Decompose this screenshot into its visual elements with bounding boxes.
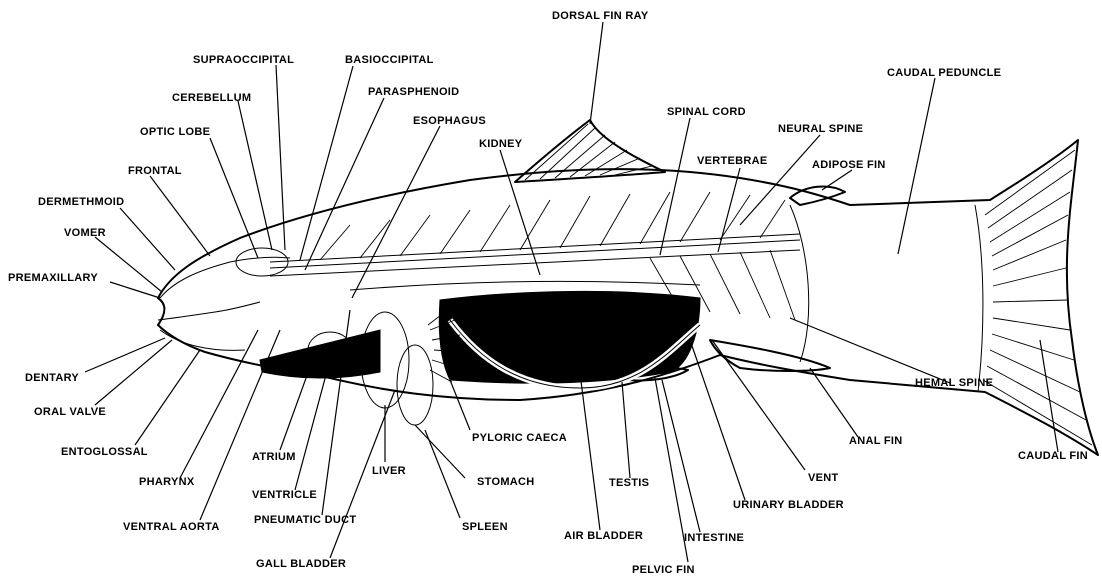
label-air-bladder: AIR BLADDER	[564, 530, 643, 542]
caudal-fin-base	[975, 205, 983, 392]
leader-spinal-cord	[660, 118, 690, 255]
head-outline	[160, 257, 290, 298]
label-dentary: DENTARY	[25, 372, 79, 384]
leader-esophagus	[352, 126, 440, 298]
label-hemal-spine: HEMAL SPINE	[915, 377, 993, 389]
label-frontal: FRONTAL	[128, 165, 182, 177]
label-oral-valve: ORAL VALVE	[34, 406, 106, 418]
label-esophagus: ESOPHAGUS	[413, 115, 486, 127]
mouth	[158, 302, 260, 320]
lower-jaw	[160, 330, 245, 350]
label-entoglossal: ENTOGLOSSAL	[61, 446, 148, 458]
label-pyloric-caeca: PYLORIC CAECA	[472, 432, 567, 444]
label-urinary-bladder: URINARY BLADDER	[733, 499, 844, 511]
brain	[236, 248, 288, 276]
label-vent: VENT	[808, 472, 839, 484]
stomach-organ	[397, 345, 433, 425]
label-anal-fin: ANAL FIN	[849, 435, 903, 447]
leader-ventricle	[295, 360, 330, 490]
label-premaxillary: PREMAXILLARY	[8, 272, 98, 284]
leader-kidney	[500, 150, 540, 275]
label-vertebrae: VERTEBRAE	[697, 155, 768, 167]
leader-stomach	[415, 425, 465, 478]
label-caudal-peduncle: CAUDAL PEDUNCLE	[887, 67, 1001, 79]
label-supraoccipital: SUPRAOCCIPITAL	[193, 54, 294, 66]
leader-spleen	[425, 430, 460, 518]
leader-pyloric-caeca	[450, 380, 470, 430]
label-basioccipital: BASIOCCIPITAL	[345, 54, 434, 66]
leader-vomer	[95, 237, 162, 292]
label-pelvic-fin: PELVIC FIN	[632, 564, 695, 576]
label-testis: TESTIS	[609, 477, 649, 489]
leader-vent	[712, 340, 805, 470]
leader-intestine	[662, 380, 700, 532]
label-ventral-aorta: VENTRAL AORTA	[123, 521, 220, 533]
label-spleen: SPLEEN	[462, 521, 508, 533]
leader-supraoccipital	[276, 65, 285, 250]
leader-caudal-peduncle	[898, 78, 935, 254]
leader-adipose-fin	[822, 170, 852, 190]
label-intestine: INTESTINE	[684, 532, 744, 544]
leader-dorsal-fin-ray	[590, 22, 603, 124]
leader-testis	[622, 382, 630, 478]
label-ventricle: VENTRICLE	[252, 489, 317, 501]
label-kidney: KIDNEY	[479, 138, 523, 150]
label-atrium: ATRIUM	[252, 451, 296, 463]
leader-cerebellum	[238, 101, 272, 250]
leader-vertebrae	[718, 168, 740, 252]
leader-urinary-bladder	[690, 340, 745, 500]
kidney-band	[350, 281, 700, 290]
label-stomach: STOMACH	[477, 476, 535, 488]
leader-dermethmoid	[120, 208, 175, 270]
label-gall-bladder: GALL BLADDER	[256, 558, 346, 570]
leader-dentary	[85, 338, 165, 372]
label-neural-spine: NEURAL SPINE	[778, 123, 863, 135]
leader-frontal	[150, 176, 210, 256]
fish-drawing	[158, 120, 1098, 455]
label-liver: LIVER	[372, 465, 406, 477]
label-spinal-cord: SPINAL CORD	[667, 106, 746, 118]
leader-entoglossal	[135, 350, 200, 445]
air-bladder-cavity	[439, 291, 700, 383]
label-parasphenoid: PARASPHENOID	[368, 86, 459, 98]
leader-parasphenoid	[305, 98, 384, 270]
label-optic-lobe: OPTIC LOBE	[140, 126, 210, 138]
neural-spines	[320, 192, 785, 260]
leader-oral-valve	[95, 340, 172, 405]
label-dermethmoid: DERMETHMOID	[38, 196, 124, 208]
label-vomer: VOMER	[64, 227, 106, 239]
label-adipose-fin: ADIPOSE FIN	[812, 159, 886, 171]
label-caudal-fin: CAUDAL FIN	[1018, 450, 1088, 462]
label-dorsal-fin-ray: DORSAL FIN RAY	[552, 10, 649, 22]
label-cerebellum: CEREBELLUM	[172, 92, 251, 104]
label-pneumatic-duct: PNEUMATIC DUCT	[254, 514, 356, 526]
label-pharynx: PHARYNX	[139, 476, 195, 488]
caudal-peduncle-outline	[790, 205, 809, 362]
leader-pharynx	[180, 330, 258, 478]
